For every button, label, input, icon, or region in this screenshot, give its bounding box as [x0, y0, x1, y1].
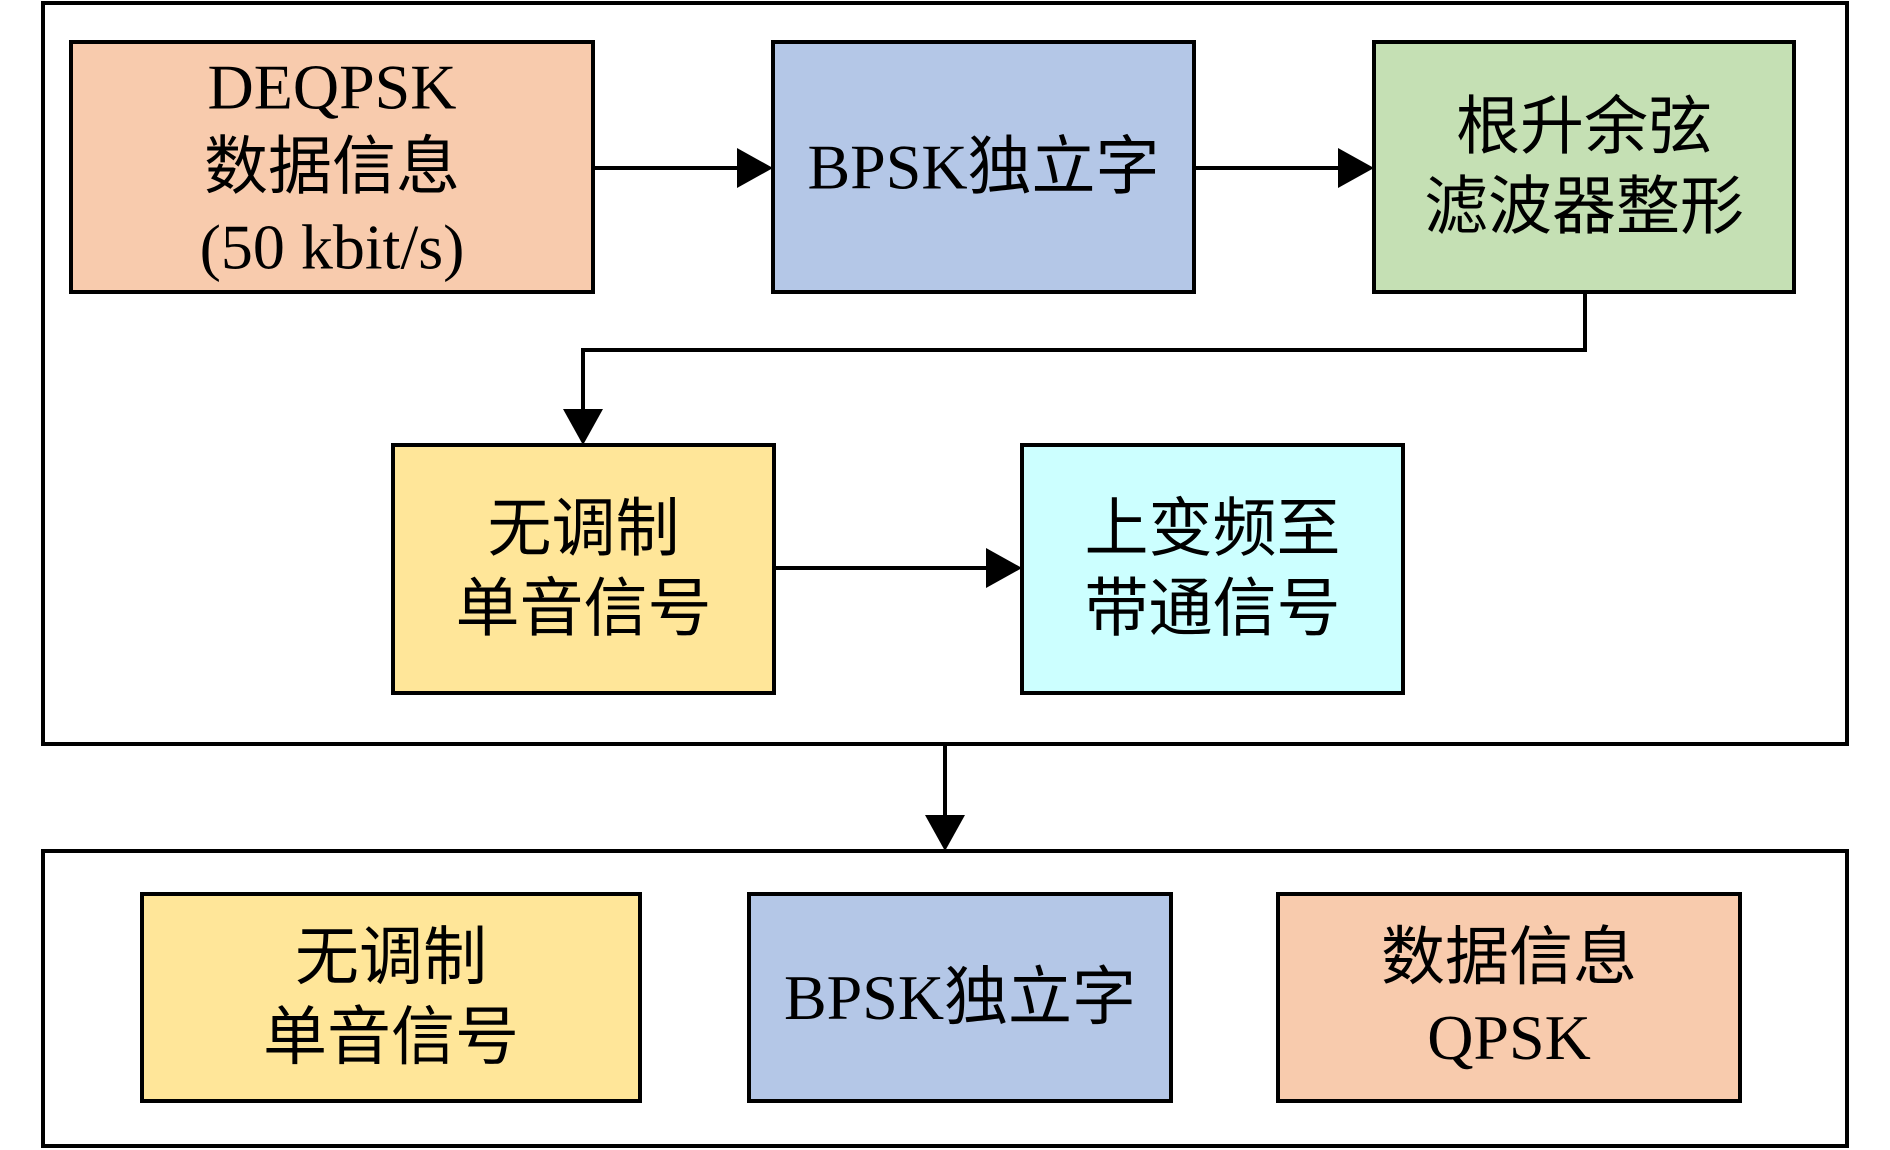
block-label-line: (50 kbit/s)	[200, 212, 465, 283]
block-box	[1276, 892, 1742, 1103]
block-label-line: 数据信息	[204, 132, 460, 203]
arrowhead-icon	[1338, 148, 1374, 188]
block-deqpsk-data: DEQPSK 数据信息 (50 kbit/s)	[69, 40, 595, 294]
arrowhead-icon	[737, 148, 773, 188]
block-label-line: 单音信号	[263, 1002, 519, 1073]
block-box	[771, 40, 1196, 294]
block-label-line: 带通信号	[1085, 574, 1341, 645]
arrowhead-icon	[925, 815, 965, 851]
arrowhead-icon	[986, 548, 1022, 588]
block-label-line: 根升余弦	[1456, 92, 1712, 163]
block-box	[69, 40, 595, 294]
block-bpsk-uw: BPSK独立字	[771, 40, 1196, 294]
block-box	[391, 443, 776, 695]
block-box	[140, 892, 642, 1103]
block-label-line: 无调制	[295, 922, 487, 993]
block-label-line: QPSK	[1427, 1002, 1591, 1073]
block-label-line: BPSK独立字	[807, 132, 1159, 203]
block-label-line: 无调制	[488, 494, 680, 565]
block-frame-uw: BPSK独立字	[747, 892, 1173, 1103]
arrow-line-rrc-filter-to-unmod-tone	[581, 292, 1587, 412]
block-frame-data: 数据信息 QPSK	[1276, 892, 1742, 1103]
block-label-line: 滤波器整形	[1424, 172, 1744, 243]
block-label-line: 数据信息	[1381, 922, 1637, 993]
block-label-line: BPSK独立字	[784, 962, 1136, 1033]
block-box	[747, 892, 1173, 1103]
block-label-line: DEQPSK	[208, 52, 457, 123]
block-box	[1020, 443, 1405, 695]
block-box	[1372, 40, 1796, 294]
block-label-line: 单音信号	[456, 574, 712, 645]
arrowhead-icon	[563, 409, 603, 445]
block-label-line: 上变频至	[1085, 494, 1341, 565]
